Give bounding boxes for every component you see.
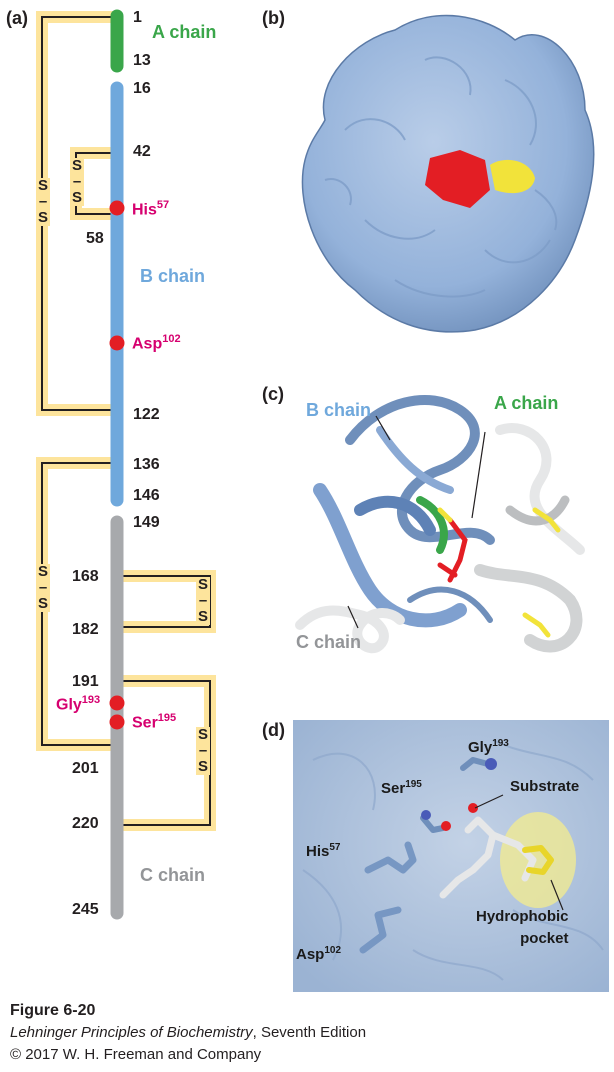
gly193-label: Gly193 [56, 694, 101, 714]
c-c-chain-label: C chain [296, 632, 362, 652]
panel-a-diagram [36, 9, 216, 920]
book-title-line: Lehninger Principles of Biochemistry, Se… [10, 1024, 367, 1041]
residue-149: 149 [133, 514, 160, 531]
residue-16: 16 [133, 80, 151, 97]
figure-number: Figure 6-20 [10, 1002, 96, 1019]
c-a-chain-label: A chain [494, 393, 559, 413]
panel-c-label: (c) [262, 384, 284, 404]
d-his57-label: His57 [306, 842, 341, 860]
gly193-dot [109, 695, 125, 711]
ser195-dot [109, 714, 125, 730]
ss-label-2: S–S [70, 157, 84, 206]
residue-58: 58 [86, 230, 104, 247]
ribbon-structure-image [295, 395, 585, 654]
ss-label-5: S–S [196, 726, 210, 775]
hydrophobic-pocket-yellow [490, 159, 535, 194]
residue-191: 191 [72, 673, 99, 690]
his57-dot [109, 200, 125, 216]
protein-surface-image [301, 14, 595, 333]
d-gly193-label: Gly193 [468, 738, 509, 756]
his57-label: His57 [132, 199, 170, 219]
chain-a-label: A chain [152, 22, 217, 42]
residue-220: 220 [72, 815, 99, 832]
ser195-label: Ser195 [132, 712, 177, 732]
panel-a-label: (a) [6, 8, 28, 28]
residue-182: 182 [72, 621, 99, 638]
panel-d-label: (d) [262, 720, 285, 740]
hydrophobic-pocket-shape [500, 812, 576, 908]
ss-bond-191-220 [116, 680, 211, 826]
active-site-closeup-image [293, 720, 609, 992]
active-site-red [425, 150, 490, 208]
residue-1: 1 [133, 9, 142, 26]
figure-caption: Figure 6-20 Lehninger Principles of Bioc… [10, 1000, 366, 1066]
ss-label-1: S–S [36, 177, 50, 226]
residue-245: 245 [72, 901, 99, 918]
d-hydrophobic-pocket-label: Hydrophobic pocket [476, 908, 569, 947]
copyright-line: © 2017 W. H. Freeman and Company [10, 1046, 262, 1063]
residue-122: 122 [133, 406, 160, 423]
residue-42: 42 [133, 143, 151, 160]
d-substrate-label: Substrate [510, 778, 580, 795]
chain-b-label: B chain [140, 266, 206, 286]
ss-label-3: S–S [36, 563, 50, 612]
residue-168: 168 [72, 568, 99, 585]
ss-label-4: S–S [196, 576, 210, 625]
residue-136: 136 [133, 456, 160, 473]
residue-13: 13 [133, 52, 151, 69]
chain-c-label: C chain [140, 865, 206, 885]
asp102-label: Asp102 [132, 333, 181, 353]
residue-146: 146 [133, 487, 160, 504]
d-ser195-label: Ser195 [381, 779, 422, 797]
residue-201: 201 [72, 760, 99, 777]
ss-bond-168-182 [116, 575, 211, 628]
asp102-dot [109, 335, 125, 351]
panel-b-label: (b) [262, 8, 285, 28]
c-b-chain-label: B chain [306, 400, 372, 420]
d-asp102-label: Asp102 [296, 945, 342, 963]
